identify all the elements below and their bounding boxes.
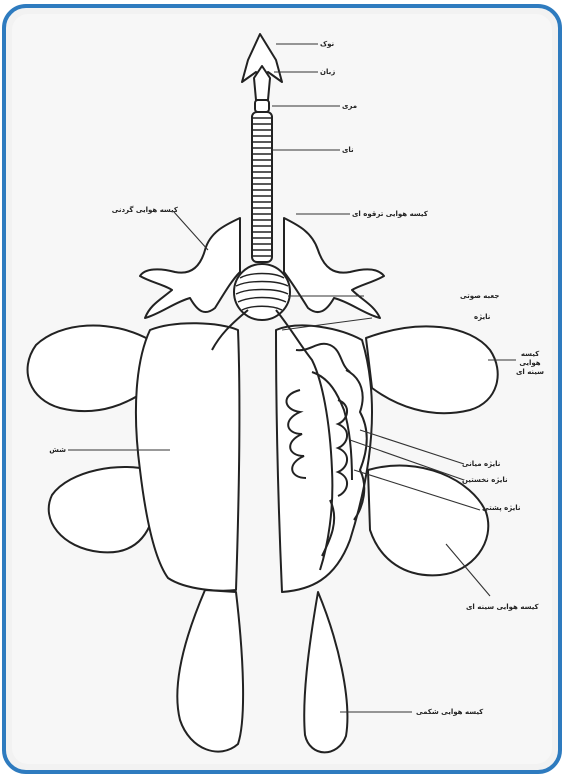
label-syrinx: جعبه صوتی	[460, 292, 499, 301]
label-posterior-thoracic-air-sac: کیسه هوایی سینه ای	[466, 603, 539, 612]
label-cervical-air-sac: کیسه هوایی گردنی	[58, 206, 178, 215]
label-bronchus: نایژه	[474, 313, 490, 322]
label-tertiary-bronchus: نایژه پشتی	[482, 504, 521, 513]
label-thoracic-air-sac: کیسه هوایی سینه ای	[512, 350, 548, 377]
left-thoracic-air-sac	[28, 325, 150, 411]
label-trachea: نای	[342, 146, 354, 155]
larynx	[255, 100, 269, 112]
label-secondary-bronchus: نایژه میانی	[462, 460, 500, 469]
label-tongue: زبان	[320, 68, 335, 77]
trachea	[252, 112, 272, 262]
label-clavicular-air-sac: کیسه هوایی ترقوه ای	[352, 210, 428, 219]
label-abdominal-air-sac: کیسه هوایی شکمی	[416, 708, 483, 717]
label-beak-tip: نوک	[320, 40, 334, 49]
label-primary-bronchus: نایژه نخستین	[462, 476, 508, 485]
label-esophagus: مری	[342, 102, 357, 111]
label-lung: شش	[30, 446, 66, 455]
